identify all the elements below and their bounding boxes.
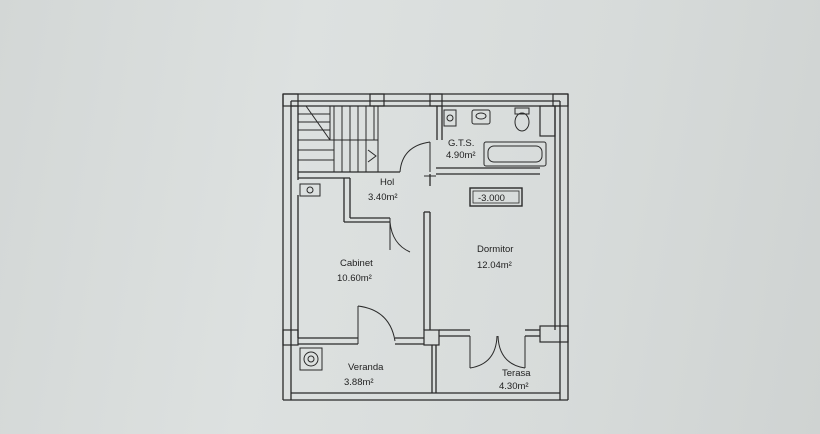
room-area-veranda: 3.88m² xyxy=(344,377,374,388)
room-name-cabinet: Cabinet xyxy=(340,258,373,269)
level-mark: -3.000 xyxy=(478,193,505,204)
staircase xyxy=(297,105,379,173)
room-name-veranda: Veranda xyxy=(348,362,384,373)
columns xyxy=(282,93,569,346)
room-area-terasa: 4.30m² xyxy=(499,381,529,392)
room-area-hol: 3.40m² xyxy=(368,192,398,203)
outer-wall-right xyxy=(554,94,569,400)
room-name-gts: G.T.S. xyxy=(448,138,474,149)
room-name-terasa: Terasa xyxy=(502,368,531,379)
doors xyxy=(357,141,526,369)
outer-wall-left xyxy=(282,94,299,400)
outer-wall-top xyxy=(283,93,568,107)
level-mark-box xyxy=(469,187,523,207)
interior-walls xyxy=(298,106,540,393)
room-area-cabinet: 10.60m² xyxy=(337,273,372,284)
room-area-gts: 4.90m² xyxy=(446,150,476,161)
fixtures xyxy=(299,107,547,371)
room-name-hol: Hol xyxy=(380,177,394,188)
outer-wall-bottom xyxy=(283,392,568,401)
room-name-dormitor: Dormitor xyxy=(477,244,513,255)
room-area-dormitor: 12.04m² xyxy=(477,260,512,271)
